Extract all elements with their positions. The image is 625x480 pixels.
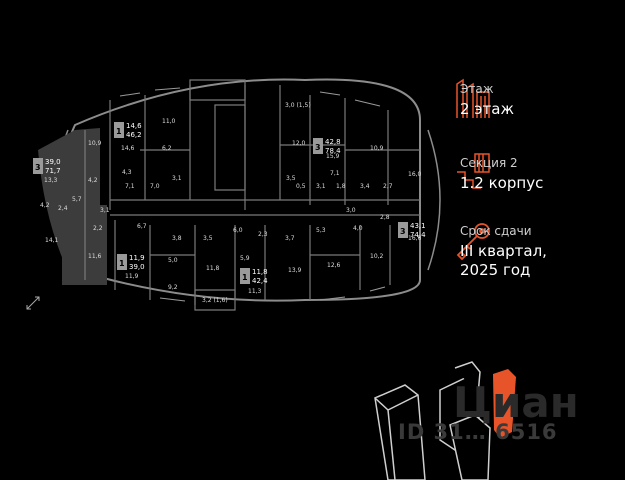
room-label: 4,2 xyxy=(40,202,50,209)
room-label: 16,0 xyxy=(408,171,422,178)
room-label: 13,3 xyxy=(44,177,58,184)
room-label: 4,0 xyxy=(353,225,363,232)
room-label: 14,6 xyxy=(121,145,135,152)
apartment-area-living: 71,7 xyxy=(45,167,61,175)
room-label: 7,1 xyxy=(330,170,340,177)
apartment-rooms: 1 xyxy=(242,273,248,282)
apartment-badge[interactable]: 3 39,0 71,7 xyxy=(33,158,61,175)
apartment-badge[interactable]: 1 14,6 46,2 xyxy=(114,122,142,139)
room-label: 3,5 xyxy=(203,235,213,242)
apartment-rooms: 3 xyxy=(35,163,41,172)
watermark-id: ID 31… 6516 xyxy=(398,420,558,444)
room-label: 11,6 xyxy=(88,253,102,260)
apartment-rooms: 1 xyxy=(116,127,122,136)
apartment-area-total: 11,8 xyxy=(252,268,268,276)
room-label: 11,3 xyxy=(248,288,262,295)
room-label: 10,2 xyxy=(370,253,384,260)
apartment-area-total: 14,6 xyxy=(126,122,142,130)
apartment-area-total: 42,8 xyxy=(325,138,341,146)
deadline-value-line2: 2025 год xyxy=(460,261,531,279)
room-label: 2,7 xyxy=(383,183,393,190)
deadline-value-line1: III квартал, xyxy=(460,242,547,260)
room-label: 4,2 xyxy=(88,177,98,184)
apartment-rooms: 1 xyxy=(119,259,125,268)
room-label: 14,1 xyxy=(45,237,59,244)
room-label: 2,3 xyxy=(258,231,268,238)
apartment-rooms: 3 xyxy=(400,227,406,236)
room-label: 3,1 xyxy=(100,207,110,214)
room-label: 3,0 xyxy=(346,207,356,214)
apartment-badge[interactable]: 3 43,1 74,4 xyxy=(398,222,426,239)
room-label: 7,1 xyxy=(125,183,135,190)
room-label: 12,6 xyxy=(327,262,341,269)
apartment-badge[interactable]: 1 11,8 42,4 xyxy=(240,268,268,285)
room-label: 3,8 xyxy=(172,235,182,242)
room-label: 11,0 xyxy=(162,118,176,125)
room-label: 4,3 xyxy=(122,169,132,176)
room-label: 11,8 xyxy=(206,265,220,272)
section-value: 1.2 корпус xyxy=(460,174,544,192)
stairs-section-icon xyxy=(457,153,490,189)
building-outline xyxy=(53,78,441,302)
apartment-badge[interactable]: 1 11,9 39,0 xyxy=(117,254,145,271)
room-label: 3,5 xyxy=(286,175,296,182)
room-label: 3,1 xyxy=(316,183,326,190)
key-icon xyxy=(456,223,490,260)
apartment-area-living: 39,0 xyxy=(129,263,145,271)
room-label: 10,9 xyxy=(370,145,384,152)
room-label: 3,0 (1,5) xyxy=(285,102,311,109)
expand-arrows-icon[interactable] xyxy=(26,296,40,310)
room-labels: 10,9 11,0 14,6 6,2 3,0 (1,5) 12,0 10,9 1… xyxy=(40,102,422,304)
apartment-badge[interactable]: 3 42,8 78,4 xyxy=(313,138,341,155)
floor-value: 2 этаж xyxy=(460,100,514,118)
room-label: 3,2 (1,6) xyxy=(202,297,228,304)
selected-building-section xyxy=(493,369,516,438)
room-label: 15,9 xyxy=(326,153,340,160)
room-label: 12,0 xyxy=(292,140,306,147)
apartment-area-living: 42,4 xyxy=(252,277,268,285)
apartment-area-living: 74,4 xyxy=(410,231,426,239)
room-label: 3,7 xyxy=(285,235,295,242)
watermark-brand: Циан xyxy=(453,378,579,427)
room-label: 13,9 xyxy=(288,267,302,274)
building-floors-icon xyxy=(456,78,490,118)
room-label: 6,0 xyxy=(233,227,243,234)
room-label: 0,5 xyxy=(296,183,306,190)
room-label: 5,3 xyxy=(316,227,326,234)
apartment-area-living: 78,4 xyxy=(325,147,341,155)
windows xyxy=(119,87,386,302)
room-label: 3,4 xyxy=(360,183,370,190)
interior-walls xyxy=(84,79,420,311)
room-label: 2,8 xyxy=(380,214,390,221)
room-label: 2,4 xyxy=(58,205,68,212)
room-label: 16,6 xyxy=(408,235,422,242)
room-label: 6,2 xyxy=(162,145,172,152)
room-label: 5,7 xyxy=(72,196,82,203)
apartment-area-total: 11,9 xyxy=(129,254,145,262)
room-label: 1,8 xyxy=(336,183,346,190)
room-label: 7,0 xyxy=(150,183,160,190)
apartment-rooms: 3 xyxy=(315,143,321,152)
room-label: 3,1 xyxy=(172,175,182,182)
section-label: Секция 2 xyxy=(460,156,518,170)
apartment-area-total: 43,1 xyxy=(410,222,426,230)
room-label: 6,7 xyxy=(137,223,147,230)
room-label: 11,9 xyxy=(125,273,139,280)
room-label: 5,0 xyxy=(168,257,178,264)
deadline-label: Срок сдачи xyxy=(460,224,532,238)
room-label: 2,2 xyxy=(93,225,103,232)
room-label: 9,2 xyxy=(168,284,178,291)
room-label: 10,9 xyxy=(88,140,102,147)
floor-label: Этаж xyxy=(460,82,494,96)
apartment-area-living: 46,2 xyxy=(126,131,142,139)
room-label: 5,9 xyxy=(240,255,250,262)
building-3d-illustration xyxy=(374,361,491,480)
apartment-area-total: 39,0 xyxy=(45,158,61,166)
